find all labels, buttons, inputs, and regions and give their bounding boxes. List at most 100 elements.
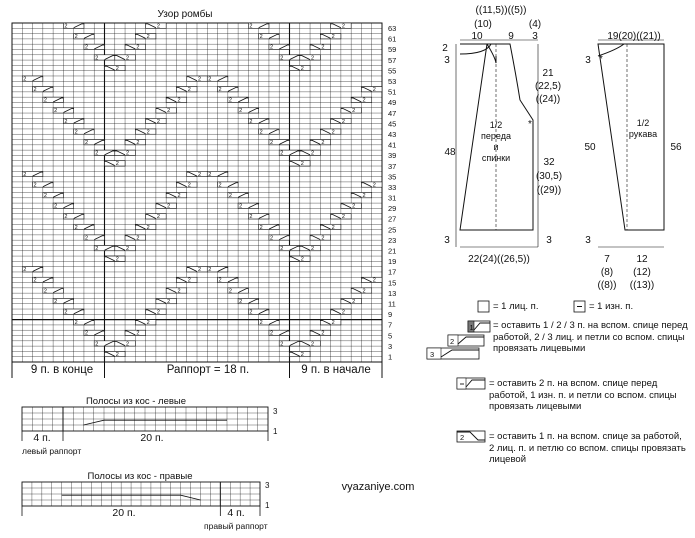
- row-number: 1: [388, 352, 392, 361]
- svg-text:2: 2: [147, 320, 150, 326]
- svg-text:2: 2: [157, 214, 160, 220]
- cable-symbol: 2: [104, 65, 126, 72]
- cable-symbol: 2: [155, 107, 177, 114]
- legend-cable-1-2-symbol: 2: [456, 430, 486, 443]
- cable-symbol: 2: [299, 54, 321, 61]
- svg-text:2: 2: [270, 331, 273, 337]
- svg-text:2: 2: [147, 34, 150, 40]
- stripes-right-title: Полосы из кос - правые: [88, 471, 193, 482]
- cable-symbol: 2: [299, 245, 321, 252]
- svg-text:2: 2: [126, 55, 129, 61]
- legend-cable-1-symbol: 1: [467, 320, 491, 333]
- svg-text:2: 2: [157, 23, 160, 29]
- cable-symbol: 2: [237, 202, 259, 210]
- svg-text:2: 2: [188, 278, 191, 284]
- cable-symbol: 2: [320, 33, 342, 40]
- row-number: 59: [388, 45, 396, 54]
- cable-symbol: 2: [124, 234, 146, 241]
- body-side-1: 32: [543, 157, 555, 168]
- stripes-left-row-1: 1: [273, 427, 278, 436]
- cable-symbol: 2: [83, 234, 105, 241]
- legend-cable-2-label: 2: [450, 337, 454, 346]
- row-number: 29: [388, 204, 396, 213]
- svg-text:2: 2: [342, 119, 345, 125]
- cable-symbol: 2: [73, 319, 95, 326]
- cable-symbol: 2: [289, 65, 311, 72]
- svg-text:2: 2: [280, 246, 283, 252]
- svg-text:2: 2: [54, 299, 57, 305]
- body-outline: [459, 43, 534, 231]
- sleeve-bottom-right-1: 12: [636, 254, 648, 265]
- svg-text:2: 2: [116, 66, 119, 72]
- sleeve-left-top: 3: [585, 55, 591, 66]
- sleeve-top: 19(20)((21)): [607, 31, 660, 42]
- cable-symbol: 2: [278, 54, 301, 61]
- cable-symbol: 2: [278, 245, 301, 252]
- body-center-label-1: 1/2: [490, 120, 503, 130]
- sleeve-schematic: 19(20)((21)) 3 * 50 56 1/2 рукава 3 7 (8…: [584, 31, 682, 291]
- svg-text:2: 2: [85, 45, 88, 51]
- cable-symbol: 2: [237, 107, 259, 114]
- cable-symbol: 2: [186, 171, 208, 178]
- cable-symbol: 2: [237, 298, 259, 305]
- cable-symbol: 2: [206, 266, 229, 273]
- svg-text:2: 2: [136, 235, 139, 241]
- stripes-left-grid: [21, 406, 269, 441]
- cable-symbol: 2: [227, 96, 249, 104]
- body-side-2: (30,5): [536, 171, 562, 182]
- svg-text:2: 2: [260, 129, 263, 135]
- svg-text:2: 2: [270, 235, 273, 241]
- row-number: 63: [388, 24, 396, 33]
- cable-symbol: 2: [186, 75, 208, 82]
- row-number: 61: [388, 35, 396, 44]
- svg-text:2: 2: [260, 34, 263, 40]
- stripes-right-cable: [61, 494, 201, 501]
- cable-symbol: 2: [330, 118, 352, 125]
- svg-text:2: 2: [147, 129, 150, 135]
- svg-text:2: 2: [75, 320, 78, 326]
- row-number: 31: [388, 194, 396, 203]
- svg-text:2: 2: [260, 225, 263, 231]
- stripes-left-width-4: 4 п.: [33, 432, 50, 444]
- row-number: 15: [388, 278, 396, 287]
- svg-text:2: 2: [167, 108, 170, 114]
- svg-text:2: 2: [95, 151, 98, 157]
- body-top-dim-4: 10: [471, 31, 483, 42]
- svg-text:2: 2: [198, 172, 201, 178]
- svg-text:2: 2: [116, 352, 119, 358]
- cable-symbol: 2: [258, 223, 280, 231]
- body-armhole-marker: *: [528, 119, 532, 130]
- cable-symbol: 2: [361, 276, 383, 284]
- cable-symbol: 2: [206, 171, 229, 178]
- svg-text:2: 2: [23, 267, 26, 273]
- sleeve-bottom-right-2: (12): [633, 267, 651, 278]
- cable-symbol: 2: [32, 86, 54, 93]
- cable-symbol: 2: [320, 128, 342, 135]
- row-number: 47: [388, 109, 396, 118]
- cable-symbol: 2: [155, 202, 177, 210]
- row-number: 27: [388, 215, 396, 224]
- svg-text:2: 2: [280, 341, 283, 347]
- row-number: 39: [388, 151, 396, 160]
- cable-symbol: 2: [289, 351, 311, 358]
- row-number: 35: [388, 172, 396, 181]
- svg-text:2: 2: [321, 331, 324, 337]
- stripes-right-row-3: 3: [265, 481, 270, 490]
- cable-symbol: 2: [124, 43, 146, 51]
- stripes-left-caption: левый раппорт: [22, 446, 81, 456]
- svg-text:2: 2: [188, 87, 191, 93]
- stripes-right-chart: Полосы из кос - правые 3 1 20 п. 4 п. пр…: [21, 471, 270, 531]
- cable-symbol: 2: [186, 266, 208, 273]
- cable-symbol: 2: [217, 181, 239, 188]
- svg-text:2: 2: [352, 204, 355, 210]
- svg-text:2: 2: [23, 172, 26, 178]
- svg-text:2: 2: [64, 310, 67, 316]
- svg-text:2: 2: [75, 129, 78, 135]
- svg-text:2: 2: [219, 182, 222, 188]
- svg-text:2: 2: [208, 172, 211, 178]
- svg-text:2: 2: [34, 182, 37, 188]
- svg-text:2: 2: [64, 23, 67, 29]
- row-number: 53: [388, 77, 396, 86]
- cable-symbol: 2: [83, 329, 105, 337]
- svg-text:2: 2: [332, 34, 335, 40]
